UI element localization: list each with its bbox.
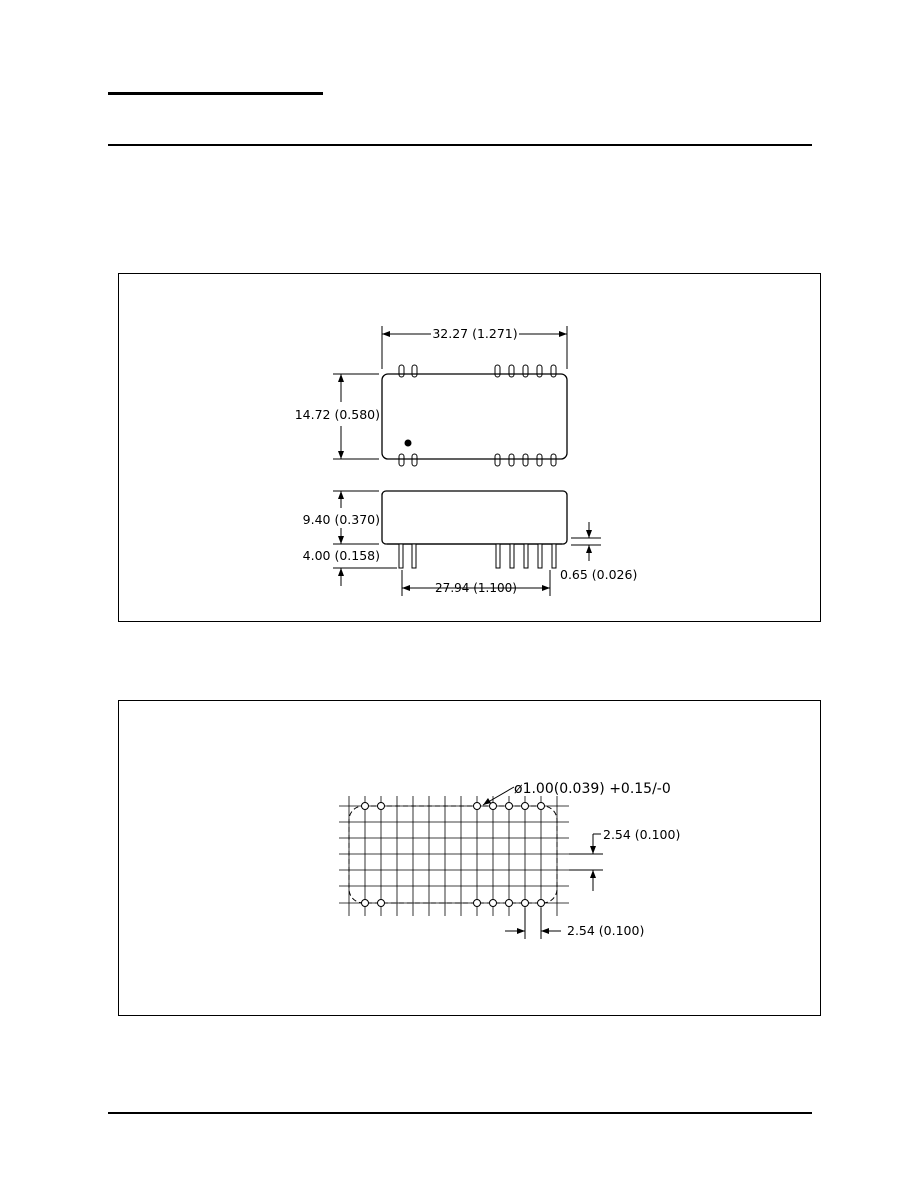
footer-rule [108,1112,812,1114]
mechanical-drawing: 32.27 (1.271) 14.72 (0.580) [295,326,637,596]
side-view: 9.40 (0.370) 4.00 (0.158) 27.94 (1.100) … [303,490,637,596]
footprint-panel: ø1.00(0.039) +0.15/-0 2.54 (0.100) 2.54 … [118,700,821,1016]
row-pitch-dimension: 2.54 (0.100) [603,827,680,842]
module-body-top-view [381,373,568,460]
module-body-side-view [381,490,568,545]
header-short-rule [108,92,323,95]
footprint-drawing: ø1.00(0.039) +0.15/-0 2.54 (0.100) 2.54 … [339,781,680,939]
column-pitch-dimension: 2.54 (0.100) [567,923,644,938]
pin-length-dimension: 4.00 (0.158) [303,548,380,563]
footprint-holes-top [361,802,545,810]
length-dimension: 32.27 (1.271) [432,326,517,341]
footprint-grid [339,796,569,916]
top-view: 32.27 (1.271) 14.72 (0.580) [295,326,568,467]
top-view-pins-bottom [398,453,557,467]
standoff-dimension: 0.65 (0.026) [560,567,637,582]
top-view-pins-top [398,364,557,378]
hole-diameter-callout: ø1.00(0.039) +0.15/-0 [514,781,671,797]
header-full-rule [108,144,812,146]
module-outline-dashed [348,805,558,904]
side-view-pins [398,543,557,569]
height-dimension: 9.40 (0.370) [303,512,380,527]
pin-span-dimension: 27.94 (1.100) [435,581,517,595]
mechanical-drawing-panel: 32.27 (1.271) 14.72 (0.580) [118,273,821,622]
footprint-holes-bottom [361,899,545,907]
pin1-marker [404,439,412,447]
width-dimension: 14.72 (0.580) [295,407,380,422]
